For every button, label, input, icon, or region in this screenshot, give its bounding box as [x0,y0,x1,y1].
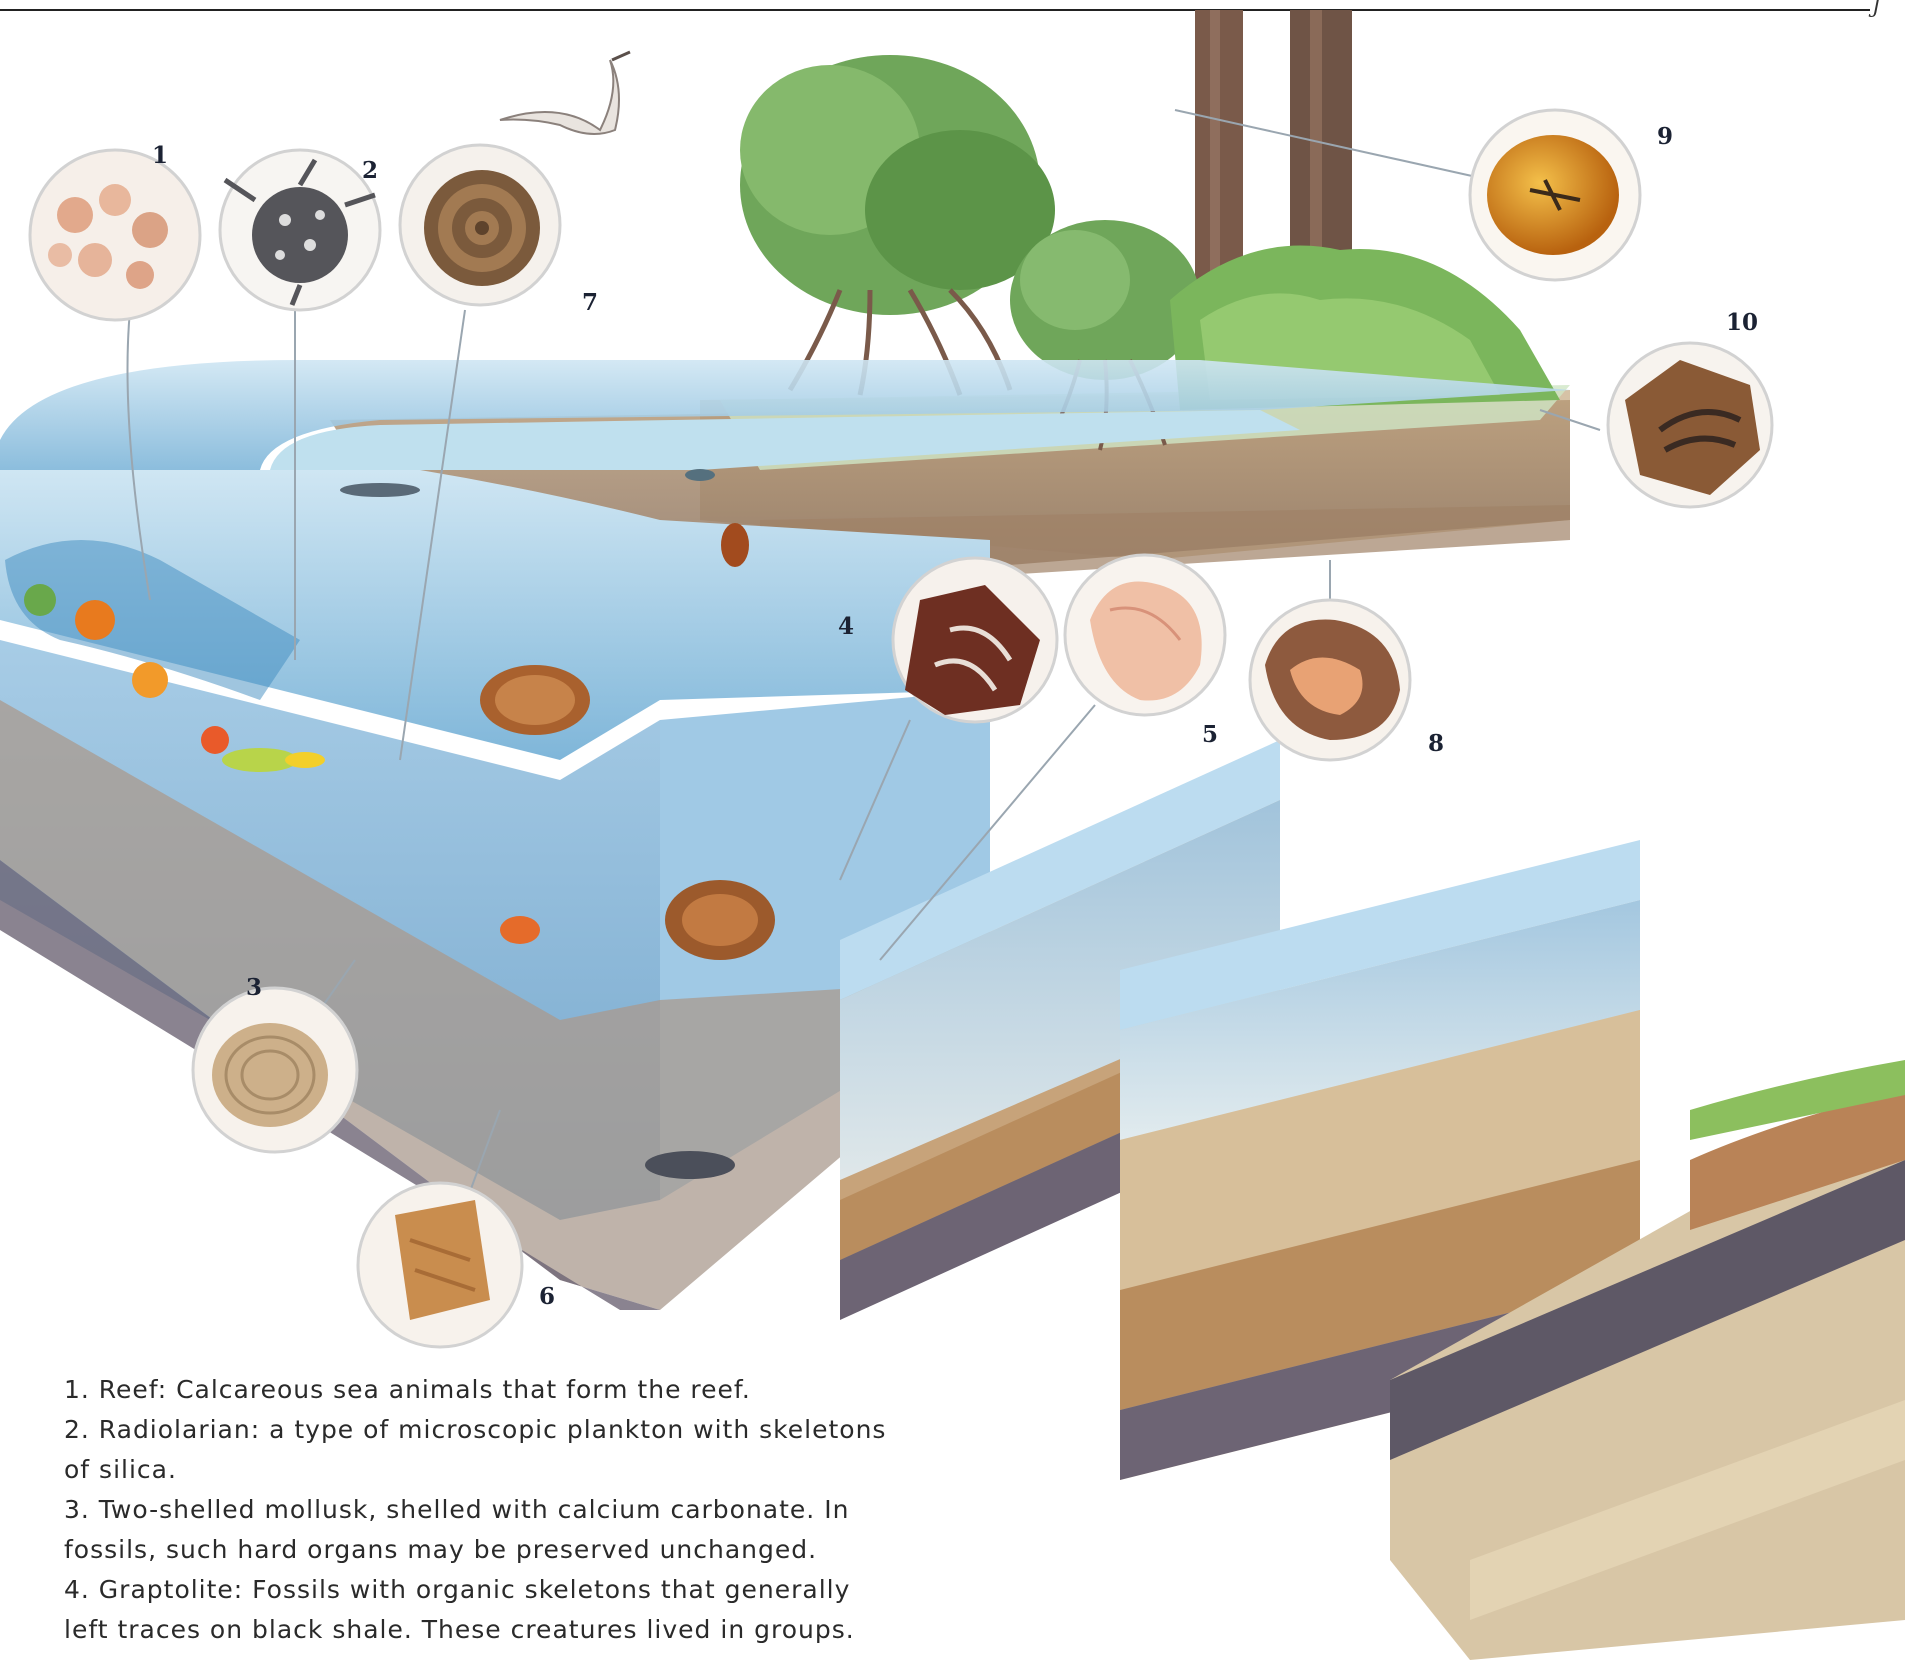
callout-number-7: 7 [582,289,598,316]
fossil-callout-ammonite [400,145,560,305]
legend-item-graptolite: 4. Graptolite: Fossils with organic skel… [64,1570,894,1650]
fossil-callout-graptolite [893,558,1057,722]
legend-item-reef: 1. Reef: Calcareous sea animals that for… [64,1370,894,1410]
heron-bird [500,52,630,134]
fossil-callout-trace [358,1183,522,1347]
callout-number-6: 6 [539,1283,555,1310]
callout-number-3: 3 [246,974,262,1001]
mangrove-tree-left [740,55,1055,395]
legend: 1. Reef: Calcareous sea animals that for… [64,1370,894,1650]
callout-number-8: 8 [1428,730,1444,757]
callout-number-5: 5 [1202,721,1218,748]
fossil-callout-radiolarian [220,150,380,310]
fossil-callout-reef [30,150,200,320]
callout-number-10: 10 [1726,309,1758,336]
fossil-callout-rock [1250,600,1410,760]
legend-item-mollusk: 3. Two-shelled mollusk, shelled with cal… [64,1490,894,1570]
callout-number-9: 9 [1657,123,1673,150]
fossil-callout-amber [1470,110,1640,280]
callout-number-1: 1 [152,142,168,169]
legend-item-radiolarian: 2. Radiolarian: a type of microscopic pl… [64,1410,894,1490]
fossil-callout-plant [1608,343,1772,507]
callout-number-2: 2 [362,157,378,184]
callout-number-4: 4 [838,613,854,640]
fossil-callout-mollusk [193,988,357,1152]
fossil-callout-shell [1065,555,1225,715]
